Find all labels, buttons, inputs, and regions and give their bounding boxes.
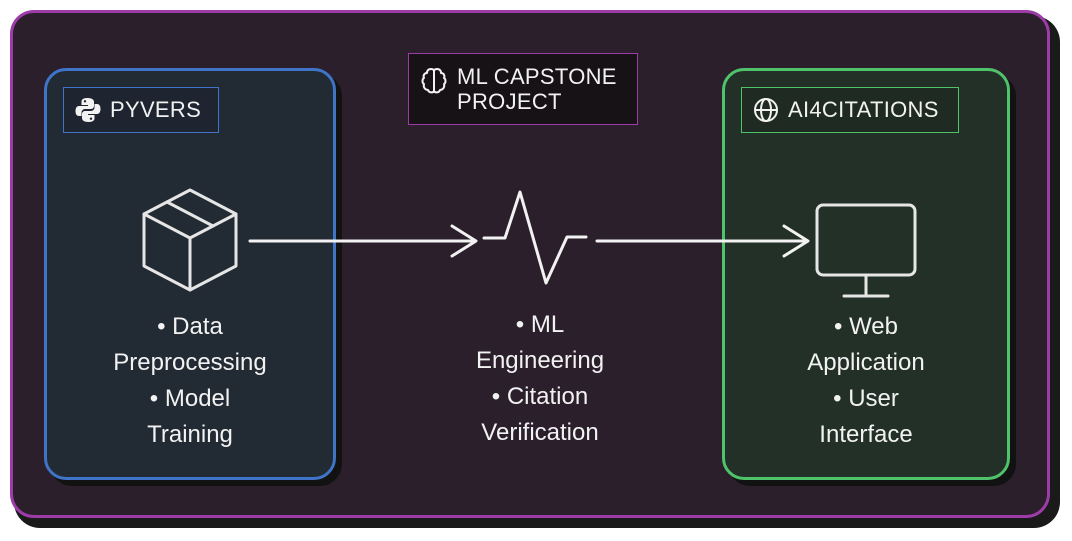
bullet-line: • ML xyxy=(515,311,565,338)
pyvers-badge: PYVERS xyxy=(63,87,219,133)
bullet-line: Verification xyxy=(481,419,599,446)
bullet-line: • Citation xyxy=(491,383,589,410)
bullet-line: Training xyxy=(147,421,233,448)
ai4citations-badge: AI4CITATIONS xyxy=(741,87,959,133)
bullet-line: Engineering xyxy=(475,347,605,374)
pyvers-bullets: • Data Preprocessing • Model Training xyxy=(68,310,312,454)
brain-icon xyxy=(421,68,447,94)
monitor-icon xyxy=(815,203,917,298)
ml-engineering-bullets: • ML Engineering • Citation Verification xyxy=(410,308,670,452)
bullet-line: • Data xyxy=(157,313,223,340)
arrow-to-ml-engineering xyxy=(248,224,478,258)
bullet-line: • User xyxy=(833,385,899,412)
waveform-icon xyxy=(482,190,588,285)
bullet-line: • Web xyxy=(834,313,898,340)
globe-icon xyxy=(754,98,778,122)
arrow-to-web-application xyxy=(595,224,810,258)
python-icon xyxy=(75,98,101,122)
ai4citations-bullets: • Web Application • User Interface xyxy=(744,310,988,454)
project-title-badge: ML CAPSTONE PROJECT xyxy=(408,53,638,125)
pyvers-badge-label: PYVERS xyxy=(110,97,202,122)
project-title-line2: PROJECT xyxy=(457,89,562,114)
bullet-line: Preprocessing xyxy=(113,349,267,376)
bullet-line: Application xyxy=(807,349,925,376)
ai4citations-badge-label: AI4CITATIONS xyxy=(788,97,939,122)
bullet-line: Interface xyxy=(819,421,913,448)
box-icon xyxy=(142,188,238,292)
bullet-line: • Model xyxy=(149,385,231,412)
project-title-line1: ML CAPSTONE xyxy=(457,64,617,89)
